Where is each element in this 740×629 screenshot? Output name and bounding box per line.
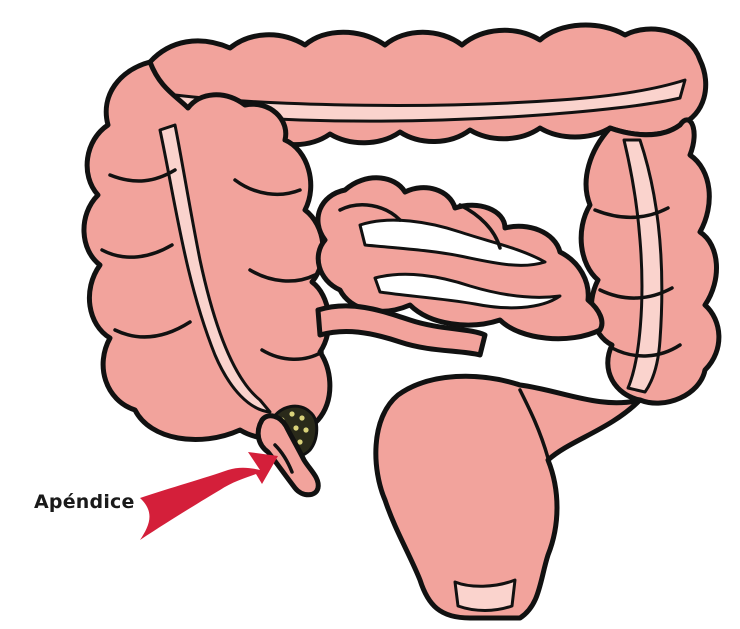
appendix-pointer-arrow [140, 452, 278, 540]
appendix-label: Apéndice [34, 491, 135, 513]
